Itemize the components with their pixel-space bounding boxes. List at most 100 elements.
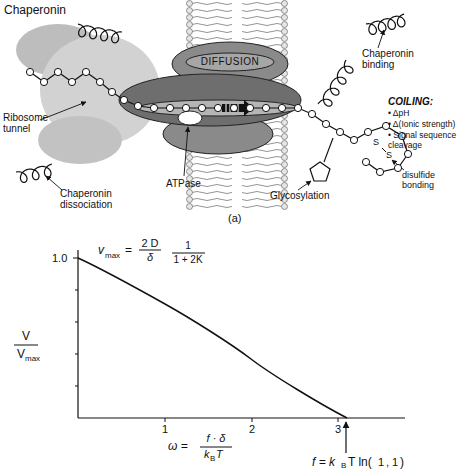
formula-numerator: f · δ: [207, 432, 226, 444]
tick-label: 3: [335, 423, 341, 435]
amino-acid-bead: [322, 120, 329, 127]
part-name: ATPase: [166, 178, 201, 189]
formula-subscript: max: [105, 252, 120, 261]
amino-acid-bead: [398, 132, 405, 139]
formula-numerator: 2 D: [141, 237, 158, 249]
amino-acid-bead: [350, 136, 357, 143]
helix-coil: [366, 14, 405, 34]
amino-acid-bead: [362, 158, 369, 165]
amino-acid-bead: [166, 104, 173, 111]
y-ticks: [73, 258, 78, 386]
amino-acid-bead: [134, 102, 141, 109]
tick: [75, 386, 78, 387]
list-item: • Signal sequence cleavage: [388, 131, 470, 150]
glycan-pentagon: [310, 162, 330, 181]
formula-symbol: k: [204, 448, 210, 460]
amino-acid-bead: [364, 128, 371, 135]
amino-acid-bead: [96, 78, 103, 85]
tick: [75, 354, 78, 355]
axis-label: V: [22, 330, 30, 343]
formula-symbol: v: [98, 244, 104, 257]
amino-acid-bead: [120, 96, 127, 103]
transport-arrow: [222, 100, 254, 116]
disulfide-bond: [382, 148, 386, 152]
velocity-curve: [78, 258, 347, 418]
formula-denominator: δ: [147, 251, 153, 263]
translocon-channel: DIFFUSION: [118, 38, 303, 158]
axis-label: V: [17, 348, 25, 361]
glycan-link: [324, 138, 333, 162]
channel-lobe: [138, 100, 298, 116]
amino-acid-bead: [278, 104, 285, 111]
tick: [75, 290, 78, 291]
formula-denominator: 1 + 2K: [173, 254, 202, 265]
fraction-bar: [172, 253, 205, 254]
formula-symbol: T ln(: [348, 456, 372, 469]
atpase-site: [178, 111, 202, 125]
fraction-bar: [200, 447, 232, 448]
tick-label: 2: [249, 423, 255, 435]
amino-acid-bead: [150, 104, 157, 111]
amino-acid-bead: [246, 104, 253, 111]
tick: [165, 418, 166, 422]
formula-symbol: =: [125, 244, 132, 257]
channel-lobe: [186, 53, 274, 71]
axis-label: ω =: [168, 440, 188, 453]
stall-arrow: [345, 422, 346, 453]
node-title: DIFFUSION: [201, 56, 259, 67]
x-ticks: [165, 418, 338, 422]
atom-symbol: S: [373, 137, 379, 147]
formula-numerator: 1: [185, 240, 191, 251]
amino-acid-bead: [394, 164, 401, 171]
list-heading: COILING:: [388, 96, 433, 107]
fraction-bar: [139, 250, 161, 251]
part-name: Ribosome tunnel: [3, 112, 53, 134]
formula-symbol: ,: [386, 456, 389, 468]
y-axis: [77, 250, 78, 418]
amino-acid-bead: [54, 68, 61, 75]
amino-acid-bead: [198, 104, 205, 111]
process-note: Glycosylation: [270, 190, 329, 201]
tick: [252, 418, 253, 422]
process-note: Chaperonin binding: [362, 48, 422, 70]
atom-symbol: S: [386, 150, 392, 160]
process-note: Chaperonin dissociation: [60, 188, 130, 210]
amino-acid-bead: [82, 68, 89, 75]
tick: [75, 322, 78, 323]
formula-symbol: T: [216, 448, 223, 460]
leader-lines: [40, 30, 404, 190]
amino-acid-bead: [382, 122, 389, 129]
formula-symbol: 1: [392, 456, 398, 468]
list-item: • ΔpH: [388, 109, 409, 119]
arrow-stripes: [226, 104, 238, 112]
process-note: disulfide bonding: [402, 170, 457, 190]
list-item: • Δ(Ionic strength): [388, 120, 455, 130]
formula-symbol: 1: [378, 456, 384, 468]
formula-subscript: B: [341, 462, 346, 471]
helix-coil: [318, 60, 353, 106]
amino-acid-bead: [108, 88, 115, 95]
amino-acid-bead: [308, 110, 315, 117]
channel-lobe: [119, 74, 301, 126]
peptide-chain: [30, 72, 408, 172]
formula-symbol: ): [400, 456, 404, 469]
panel-letter: (a): [228, 212, 241, 224]
axis-subscript: max: [25, 355, 40, 364]
tick: [338, 418, 339, 422]
formula-subscript: B: [210, 455, 215, 464]
amino-acid-bead: [230, 104, 237, 111]
leader-arrow: [40, 102, 86, 120]
tick-label: 1: [162, 423, 168, 435]
x-axis: [78, 417, 405, 418]
leader-arrow: [378, 30, 384, 48]
tick: [73, 258, 78, 259]
arrow-body: [222, 100, 254, 116]
amino-acid-bead: [294, 104, 301, 111]
helix-coil: [78, 24, 122, 43]
amino-acid-bead: [262, 104, 269, 111]
leader-arrow: [46, 176, 62, 190]
amino-acid-bead: [68, 78, 75, 85]
amino-acid-bead: [40, 78, 47, 85]
leader-arrow: [392, 160, 404, 170]
